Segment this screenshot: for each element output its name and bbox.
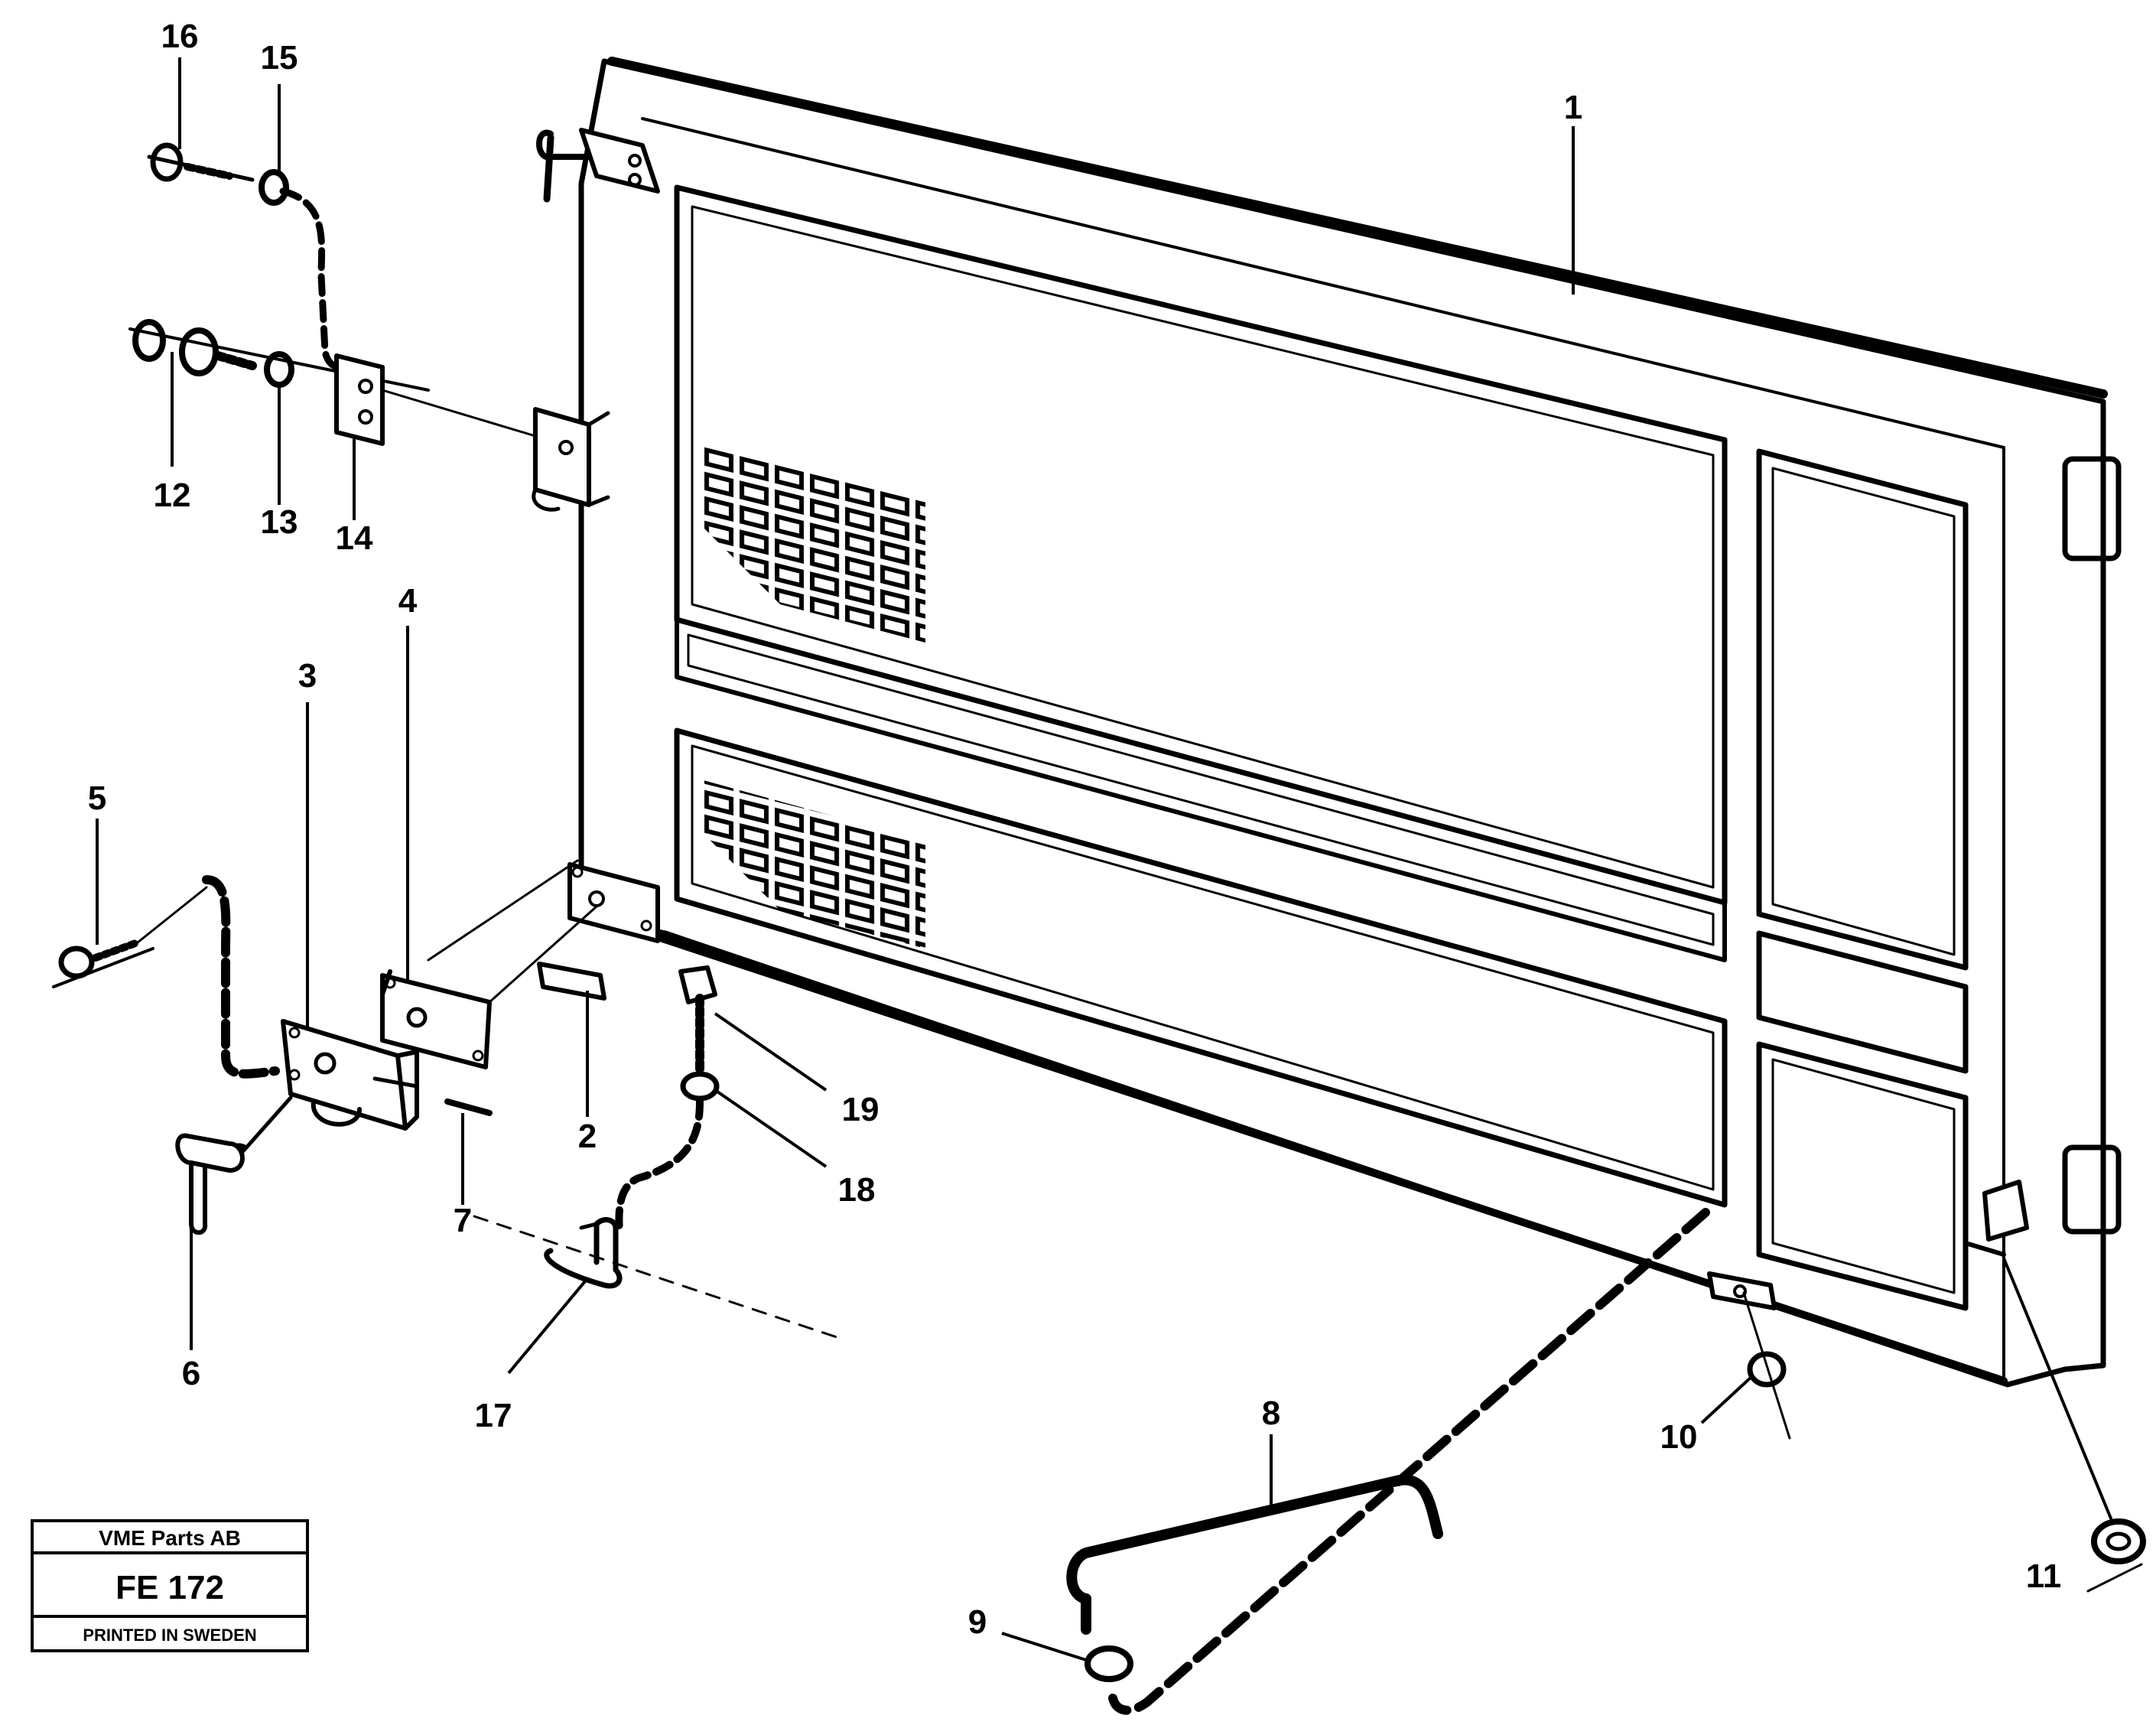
callout-17: 17 (475, 1397, 512, 1434)
small-parts (52, 142, 2146, 1715)
callout-3: 3 (298, 657, 317, 695)
leader-17 (507, 1280, 587, 1375)
title-block-code: FE 172 (115, 1569, 224, 1606)
door-bottom-panel (674, 727, 1728, 1208)
door-right-lower-inner (1771, 1058, 1956, 1294)
callout-18: 18 (838, 1171, 876, 1209)
middle-latch-bracket (532, 407, 610, 512)
leader-18 (714, 1089, 828, 1168)
callout-5: 5 (88, 780, 106, 817)
part-16-nut (147, 142, 255, 182)
door-right-middle-panel (1756, 930, 1969, 1074)
part-10-axis (1742, 1291, 1791, 1440)
part-5-nut (52, 886, 208, 988)
part-3-leader-dashed (202, 875, 280, 1079)
leader-10 (1700, 1375, 1753, 1424)
callout-9: 9 (968, 1603, 987, 1641)
vent-grille-lower (704, 780, 925, 949)
callout-13: 13 (261, 503, 298, 541)
lower-hinge (2062, 1144, 2122, 1235)
door-right-upper-panel (1756, 448, 1969, 971)
callout-12: 12 (154, 477, 191, 514)
part-10-washer (1747, 1351, 1787, 1388)
callout-15: 15 (261, 39, 298, 76)
part-9-washer (1085, 1645, 1133, 1682)
part-18-washer (680, 1071, 720, 1102)
part-17-clip (544, 1217, 623, 1289)
callout-7: 7 (454, 1202, 472, 1239)
lower-door-plate (567, 862, 660, 943)
door-top-edge (607, 57, 2108, 399)
callout-19: 19 (842, 1091, 880, 1128)
upper-hinge (2062, 456, 2122, 561)
leader-9 (1001, 1632, 1087, 1662)
callout-6: 6 (182, 1355, 200, 1392)
callout-10: 10 (1660, 1418, 1698, 1456)
callout-8: 8 (1262, 1395, 1280, 1432)
title-block-printed: PRINTED IN SWEDEN (83, 1626, 256, 1645)
part-17-dashed-axis (473, 1215, 843, 1340)
door-bottom-edge (654, 933, 2008, 1385)
door-panel (532, 57, 2122, 1388)
callout-4: 4 (398, 582, 418, 620)
part-3-latch-housing (281, 1019, 419, 1131)
door-middle-strip (675, 617, 1727, 962)
door-top-window-inner (691, 205, 1715, 889)
part-8-leader-dashed (1108, 1208, 1710, 1715)
callout-11: 11 (2026, 1557, 2062, 1595)
callout-leaders (96, 57, 1753, 1662)
callout-16: 16 (161, 18, 199, 55)
bottom-pin-bracket (1707, 1271, 1777, 1310)
leader-19 (714, 1012, 828, 1092)
door-right-lower-panel (1756, 1041, 1969, 1311)
part-15-leader-dashed (279, 187, 348, 371)
right-bottom-latch (1963, 1180, 2029, 1257)
title-block-frame (31, 1519, 309, 1652)
title-block-company: VME Parts AB (99, 1526, 241, 1550)
door-bottom-panel-inner (691, 744, 1715, 1191)
top-latch-bracket (536, 128, 660, 203)
door-outer-frame (578, 58, 2106, 1388)
part-18-leader-dashed (615, 1098, 704, 1235)
part-15-washer (259, 169, 289, 206)
vent-grille-upper (704, 444, 925, 643)
door-middle-strip-inner (687, 633, 1715, 946)
door-inner-top-bevel (641, 117, 2005, 449)
callout-2: 2 (578, 1118, 597, 1155)
door-right-upper-inner (1771, 467, 1956, 956)
callout-numbers: 1 2 3 4 5 6 7 8 9 10 11 12 13 14 15 16 1… (88, 18, 2062, 1641)
part-7-pin (444, 1098, 493, 1116)
part-19-bolt (678, 965, 717, 1076)
part-11-grommet (2002, 1257, 2146, 1593)
callout-1: 1 (1564, 89, 1582, 126)
part-2-block (537, 962, 606, 1001)
title-block: VME Parts AB FE 172 PRINTED IN SWEDEN (31, 1519, 309, 1652)
part-14-bracket (334, 353, 537, 446)
part-4-plate (380, 859, 598, 1069)
callout-14: 14 (336, 519, 373, 557)
part-6-t-handle (175, 1095, 293, 1235)
